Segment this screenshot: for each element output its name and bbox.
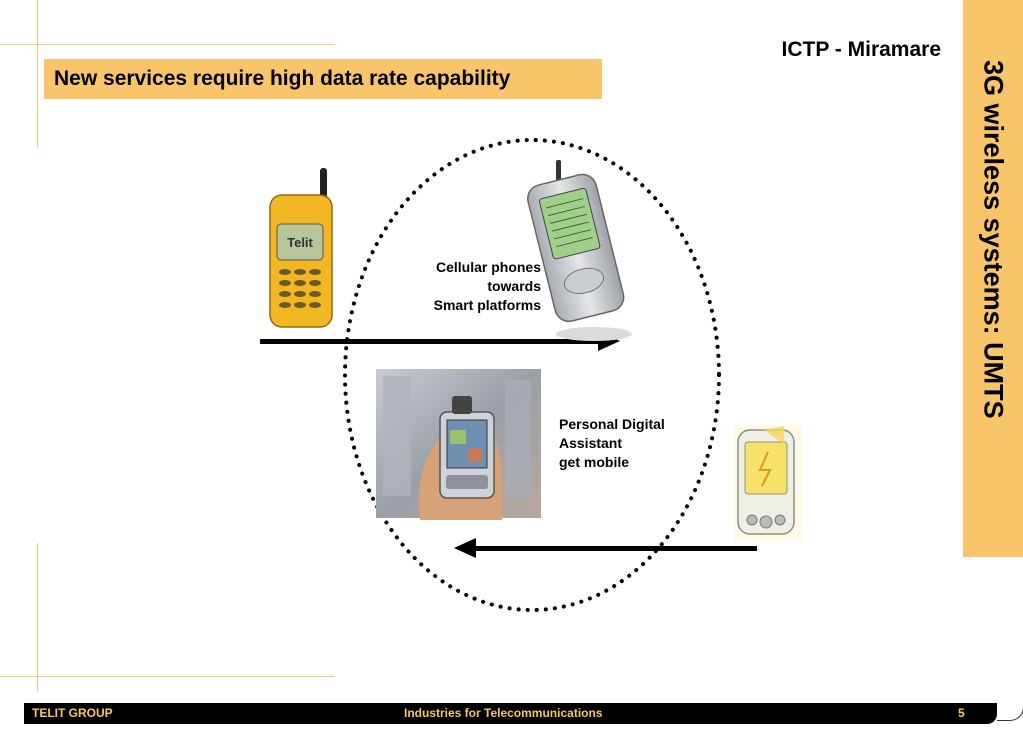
footer-bar: TELIT GROUP Industries for Telecommunica…	[24, 703, 997, 724]
caption-line: Personal Digital	[559, 416, 665, 432]
caption-line: Smart platforms	[433, 297, 541, 313]
guide-line	[37, 0, 38, 148]
caption-smart-platforms: Cellular phones towards Smart platforms	[380, 258, 541, 315]
slide-headline: New services require high data rate capa…	[44, 59, 602, 99]
page-number: 5	[958, 706, 965, 720]
arrow-left-icon	[454, 538, 757, 558]
yellow-phone-icon: Telit	[269, 168, 333, 328]
smartphone-icon	[527, 160, 625, 323]
guide-line	[37, 543, 38, 691]
caption-line: Cellular phones	[435, 259, 541, 275]
pda-sketch-icon	[734, 425, 802, 541]
side-title-bar: 3G wireless systems: UMTS	[963, 0, 1023, 557]
phone-brand-label: Telit	[287, 235, 313, 250]
location-title: ICTP - Miramare	[781, 38, 942, 61]
shadow-shape	[556, 327, 632, 341]
pda-photo	[376, 369, 541, 520]
guide-line	[0, 44, 335, 45]
cycle-ellipse	[343, 138, 721, 612]
caption-line: Assistant	[559, 435, 623, 451]
footer-tagline: Industries for Telecommunications	[404, 706, 603, 720]
diagram: Telit	[260, 138, 802, 612]
footer-company: TELIT GROUP	[32, 706, 113, 720]
footer-corner	[997, 676, 1023, 721]
headline-text: New services require high data rate capa…	[54, 67, 511, 90]
caption-pda-mobile: Personal Digital Assistant get mobile	[559, 415, 729, 472]
guide-line	[0, 676, 335, 677]
side-title: 3G wireless systems: UMTS	[978, 60, 1009, 419]
caption-line: towards	[487, 278, 541, 294]
caption-line: get mobile	[559, 454, 630, 470]
